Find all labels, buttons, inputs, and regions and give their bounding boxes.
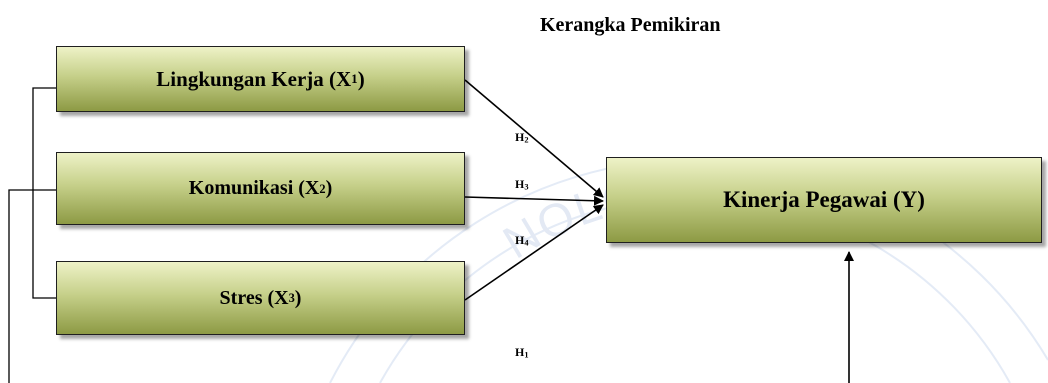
label-h4: H4 <box>515 233 529 248</box>
box-lingkungan-kerja-close: ) <box>357 66 365 91</box>
label-h4-letter: H <box>515 233 525 247</box>
h3-arrow <box>464 195 604 206</box>
label-h2: H2 <box>515 130 529 145</box>
group-bracket-line <box>32 87 56 299</box>
h2-arrow <box>464 79 604 198</box>
box-stres-close: ) <box>294 286 302 309</box>
box-komunikasi-label: Komunikasi (X <box>188 177 320 199</box>
label-h3-sub: 3 <box>524 182 529 192</box>
box-kinerja-pegawai: Kinerja Pegawai (Y) <box>606 157 1042 243</box>
label-h4-sub: 4 <box>524 238 529 248</box>
h4-arrow <box>464 204 604 301</box>
label-h3-letter: H <box>515 177 525 191</box>
box-komunikasi-close: ) <box>325 177 333 199</box>
label-h1: H1 <box>515 345 529 360</box>
label-h2-sub: 2 <box>524 135 529 145</box>
label-h1-sub: 1 <box>524 350 529 360</box>
label-h2-letter: H <box>515 130 525 144</box>
box-kinerja-pegawai-label: Kinerja Pegawai (Y) <box>723 187 925 212</box>
label-h3: H3 <box>515 177 529 192</box>
label-h1-letter: H <box>515 345 525 359</box>
h1-path-line <box>8 189 56 383</box>
diagram-title: Kerangka Pemikiran <box>540 14 721 36</box>
box-stres-label: Stres (X <box>219 286 289 309</box>
box-lingkungan-kerja-label: Lingkungan Kerja (X <box>156 66 352 91</box>
